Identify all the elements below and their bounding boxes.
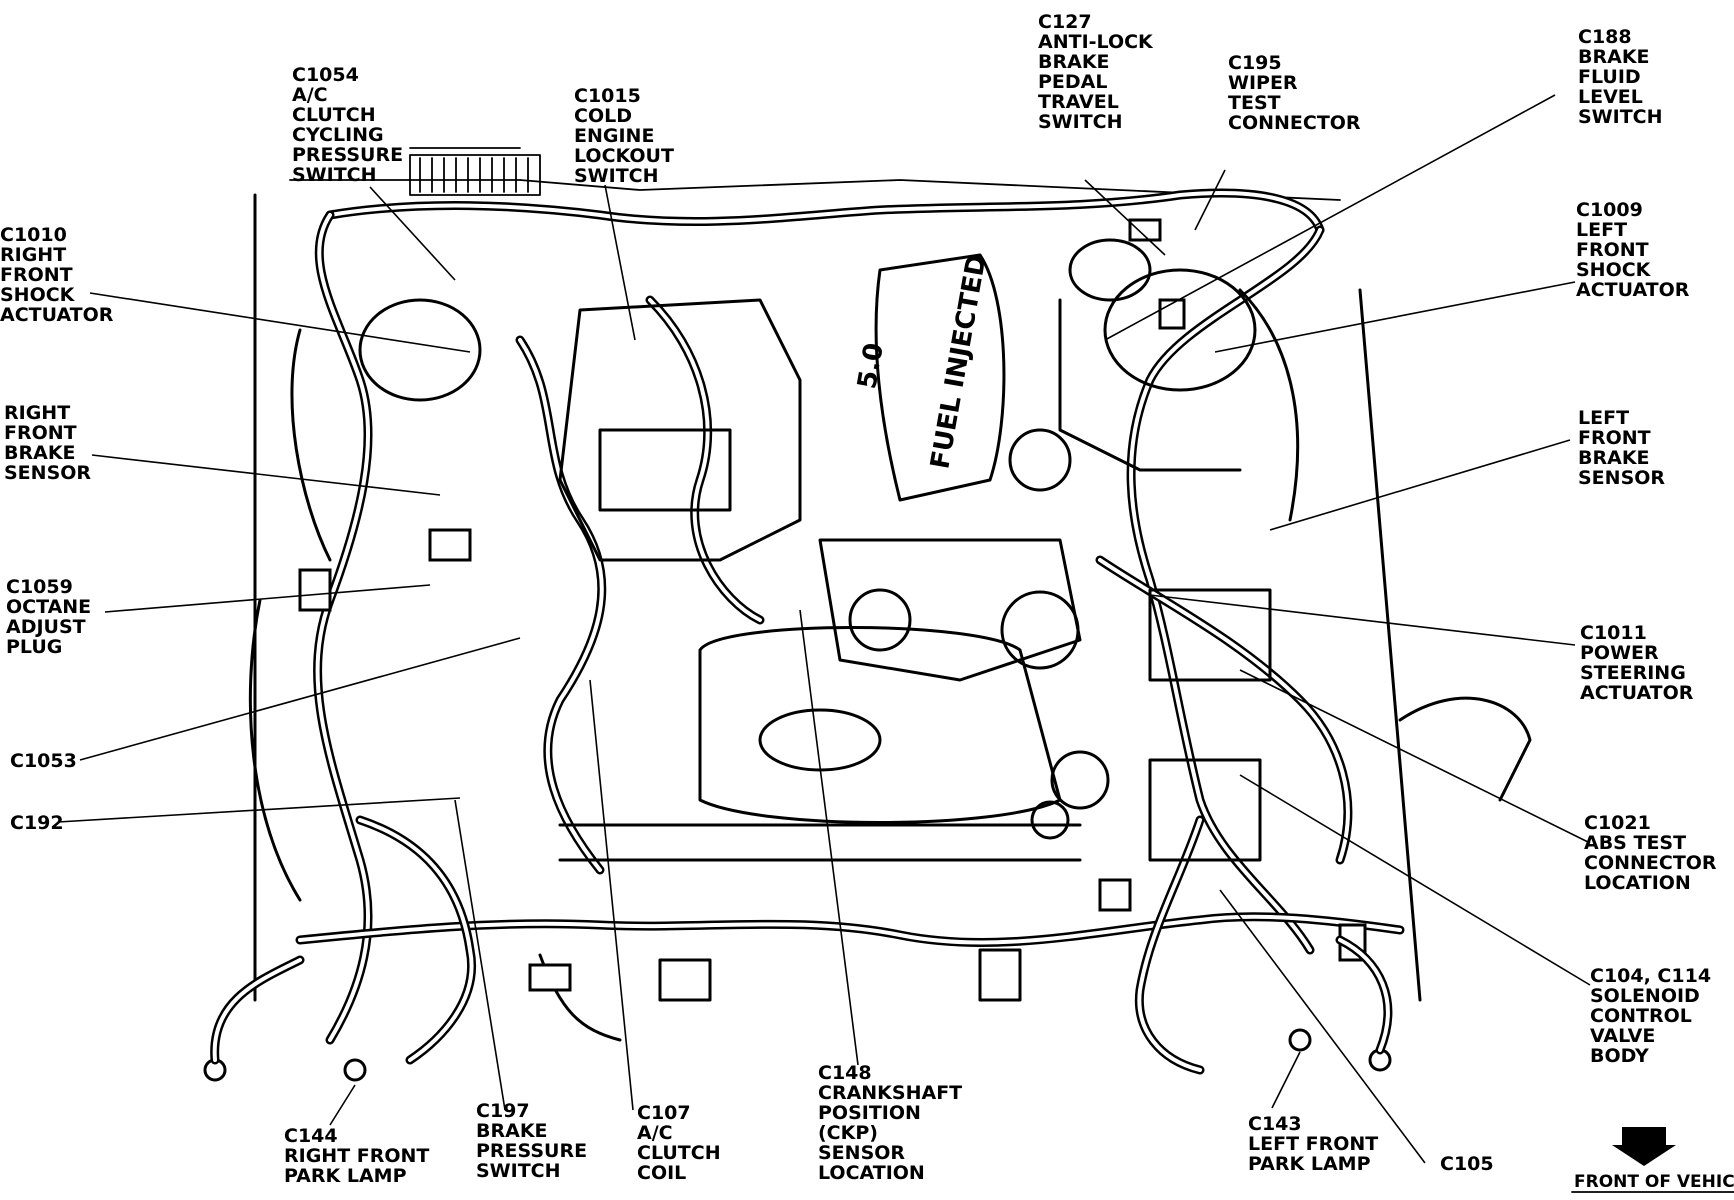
label-c1053: C1053 <box>10 750 77 772</box>
label-right-front-brake-sensor: RIGHT FRONT BRAKE SENSOR <box>4 402 91 484</box>
leader-right-front-brake-sensor <box>91 454 441 496</box>
label-c104-c114: C104, C114 SOLENOID CONTROL VALVE BODY <box>1590 965 1718 1067</box>
label-left-front-brake-sensor: LEFT FRONT BRAKE SENSOR <box>1578 407 1665 489</box>
callout-labels: C1054 A/C CLUTCH CYCLING PRESSURE SWITCH… <box>0 11 1723 1187</box>
leader-c1053 <box>79 637 521 761</box>
label-c148: C148 CRANKSHAFT POSITION (CKP) SENSOR LO… <box>818 1062 969 1184</box>
leader-c143 <box>1271 1051 1301 1109</box>
label-c1009: C1009 LEFT FRONT SHOCK ACTUATOR <box>1576 199 1690 301</box>
leader-c148 <box>799 609 859 1066</box>
leader-c105 <box>1219 889 1426 1164</box>
label-c1059: C1059 OCTANE ADJUST PLUG <box>6 576 98 658</box>
leader-c107 <box>589 679 634 1111</box>
label-c1010: C1010 RIGHT FRONT SHOCK ACTUATOR <box>0 224 114 326</box>
label-c188: C188 BRAKE FLUID LEVEL SWITCH <box>1578 26 1663 128</box>
leader-c188 <box>1104 94 1556 341</box>
leader-c197 <box>454 799 506 1111</box>
leader-c1021 <box>1239 669 1591 844</box>
label-c127: C127 ANTI-LOCK BRAKE PEDAL TRAVEL SWITCH <box>1038 11 1159 133</box>
leader-left-front-brake-sensor <box>1269 439 1571 531</box>
leader-c1054 <box>369 186 456 281</box>
leader-c192 <box>57 797 461 823</box>
engine-emblem-text: FUEL INJECTED <box>925 252 992 471</box>
label-c195: C195 WIPER TEST CONNECTOR <box>1228 52 1361 134</box>
front-of-vehicle-indicator: FRONT OF VEHICLE <box>1571 1127 1734 1193</box>
label-c107: C107 A/C CLUTCH COIL <box>637 1102 727 1184</box>
label-c105: C105 <box>1440 1153 1494 1175</box>
leader-c104-c114 <box>1239 774 1591 986</box>
front-arrow-icon <box>1612 1127 1676 1166</box>
engine-size-text: 5.0 <box>852 341 890 392</box>
label-c1021: C1021 ABS TEST CONNECTOR LOCATION <box>1584 812 1723 894</box>
label-c192: C192 <box>10 812 64 834</box>
leader-c1059 <box>104 584 431 613</box>
leader-c1010 <box>89 292 471 353</box>
leader-c1011 <box>1149 594 1576 646</box>
engine-compartment-art: FUEL INJECTED 5.0 <box>203 147 1532 1082</box>
label-c197: C197 BRAKE PRESSURE SWITCH <box>476 1100 594 1182</box>
label-c144: C144 RIGHT FRONT PARK LAMP <box>284 1125 436 1187</box>
label-c1011: C1011 POWER STEERING ACTUATOR <box>1580 622 1694 704</box>
leader-c144 <box>329 1084 356 1126</box>
leader-c1015 <box>604 184 636 341</box>
leader-lines <box>57 94 1591 1164</box>
leader-c1009 <box>1214 281 1576 353</box>
front-of-vehicle-text: FRONT OF VEHICLE <box>1574 1172 1734 1192</box>
leader-c127 <box>1084 179 1166 256</box>
label-c1015: C1015 COLD ENGINE LOCKOUT SWITCH <box>574 85 681 187</box>
leader-c195 <box>1194 169 1226 231</box>
label-c1054: C1054 A/C CLUTCH CYCLING PRESSURE SWITCH <box>292 64 410 186</box>
label-c143: C143 LEFT FRONT PARK LAMP <box>1248 1113 1385 1175</box>
